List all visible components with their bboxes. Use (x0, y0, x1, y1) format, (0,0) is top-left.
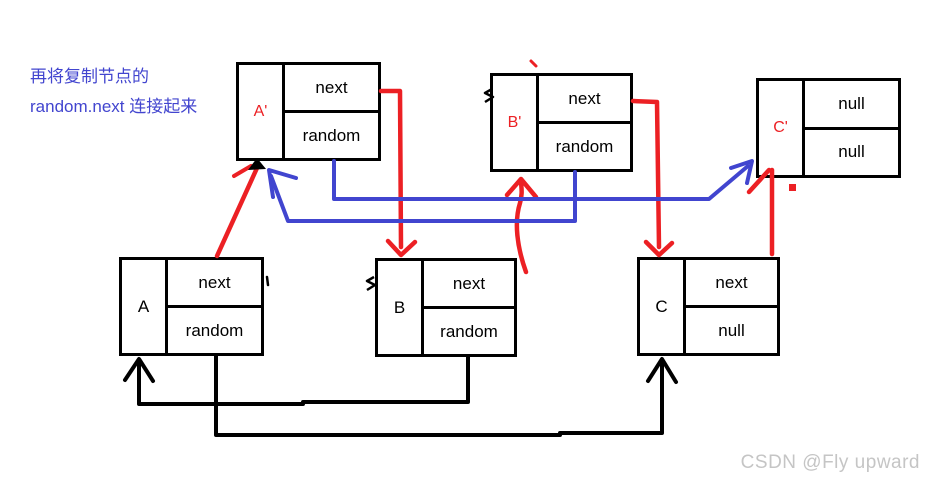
node-c-prime-next-field: null (805, 81, 898, 130)
annotation-text: 再将复制节点的 random.next 连接起来 (30, 62, 197, 122)
stray-black-tick (265, 275, 270, 287)
node-a-label: A (122, 260, 168, 353)
node-c-prime: C' null null (756, 78, 901, 178)
node-a-prime: A' next random (236, 62, 381, 161)
node-c-next-field: next (686, 260, 777, 308)
arrow-b-random-to-a (123, 356, 470, 406)
node-b-prime-next-field: next (539, 76, 630, 124)
node-c-random-field: null (718, 320, 745, 340)
stray-red-dot (789, 184, 796, 191)
node-b-prime-random-field: random (555, 136, 614, 156)
node-a-next-field: next (168, 260, 261, 308)
arrow-b-prime-random-to-a-prime (267, 168, 577, 223)
node-c: C next null (637, 257, 780, 356)
node-a-prime-label: A' (239, 65, 285, 158)
arrow-a-random-to-c (214, 354, 678, 437)
node-b-random-field: random (440, 321, 498, 341)
stray-red-tick (529, 59, 538, 68)
node-b-prime-label: B' (493, 76, 539, 169)
annotation-line-2: random.next 连接起来 (30, 97, 198, 116)
node-c-label: C (640, 260, 686, 353)
annotation-line-1: 再将复制节点的 (30, 67, 149, 86)
node-a: A next random (119, 257, 264, 356)
watermark: CSDN @Fly upward (740, 452, 920, 473)
node-a-prime-next-field: next (285, 65, 378, 113)
node-c-prime-label: C' (759, 81, 805, 175)
node-b: B next random (375, 258, 517, 357)
node-c-prime-random-field: null (838, 142, 865, 162)
arrow-a-prime-next-to-b (378, 88, 418, 258)
arrow-a-next-to-a-prime (214, 158, 266, 259)
node-a-prime-random-field: random (302, 125, 361, 145)
stray-scribble-b (365, 275, 377, 292)
arrow-c-next-to-c-prime (746, 167, 796, 257)
node-b-next-field: next (424, 261, 514, 309)
node-b-prime: B' next random (490, 73, 633, 172)
node-a-random-field: random (185, 320, 244, 340)
node-b-label: B (378, 261, 424, 354)
arrow-b-prime-next-to-c (630, 98, 675, 258)
